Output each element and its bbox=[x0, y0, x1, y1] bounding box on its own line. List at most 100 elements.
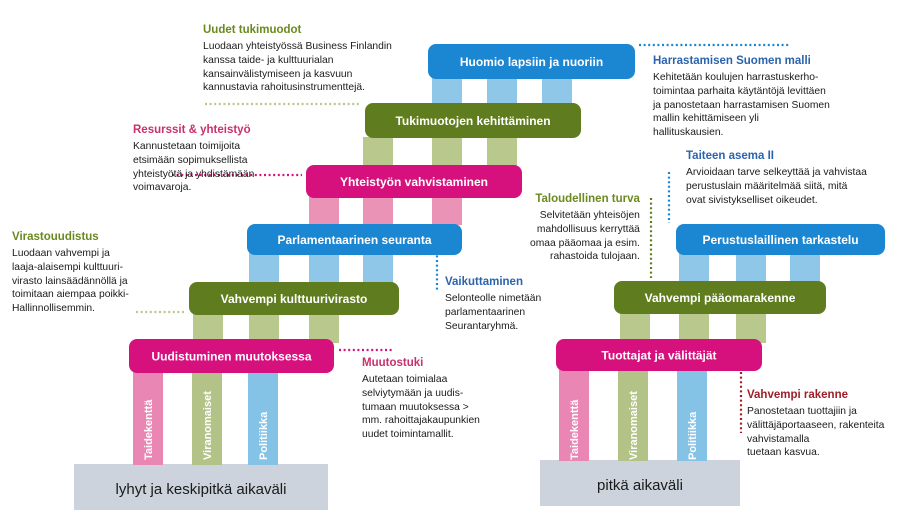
ground-block-right bbox=[540, 460, 740, 506]
annotation-line: Hallinnollisemmin. bbox=[12, 303, 95, 315]
right-strip bbox=[679, 310, 709, 343]
annotation-line: kannustavia rahoitusinstrumenttejä. bbox=[203, 82, 365, 94]
right-pillar-label: Taidekenttä bbox=[569, 399, 581, 460]
annotation-line: Luodaan vahvempi ja bbox=[12, 248, 110, 259]
annotation-line: rahastoida tulojaan. bbox=[550, 251, 640, 263]
annotation-line: Kehitetään koulujen harrastuskerho- bbox=[653, 72, 819, 83]
annotation-line: toimitaan aiempaa poikki- bbox=[12, 289, 129, 301]
left-step-box bbox=[306, 165, 522, 198]
annotation-line: etsimään sopimuksellista bbox=[133, 154, 248, 166]
left-step-label: Uudistuminen muutoksessa bbox=[151, 350, 311, 364]
annotation-line: Selonteolle nimetään bbox=[445, 293, 542, 304]
annotation-line: selviytymään ja uudis- bbox=[362, 387, 464, 399]
right-strip bbox=[736, 310, 766, 343]
annotation-title: Vahvempi rakenne bbox=[747, 389, 848, 401]
annotation-line: välittäjäportaaseen, rakenteita bbox=[747, 419, 885, 431]
annotation-line: vahvistamalla bbox=[747, 433, 810, 445]
left-step-label: Parlamentaarinen seuranta bbox=[277, 233, 431, 247]
annotation-line: Kannustetaan toimijoita bbox=[133, 141, 241, 152]
right-step-label: Vahvempi pääomarakenne bbox=[645, 291, 796, 305]
annotation-title: Muutostuki bbox=[362, 357, 424, 369]
left-step-box bbox=[428, 44, 635, 79]
annotation-title: Taloudellinen turva bbox=[535, 193, 640, 205]
left-step-box bbox=[365, 103, 581, 138]
left-pillar-column bbox=[133, 366, 163, 465]
left-step-box bbox=[129, 339, 334, 373]
left-step-box bbox=[247, 224, 462, 255]
annotation-taiteen: Taiteen asema II Arvioidaan tarve selkeyt… bbox=[686, 150, 867, 207]
annotation-line: ovat sivistykselliset oikeudet. bbox=[686, 194, 818, 206]
annotation-line: parlamentaarinen bbox=[445, 306, 526, 318]
annotation-line: mallin kehittämiseen yli bbox=[653, 113, 759, 125]
annotation-line: Autetaan toimialaa bbox=[362, 374, 448, 385]
annotation-line: mahdollisuus kerryttää bbox=[536, 223, 640, 235]
left-pillar-label: Taidekenttä bbox=[143, 399, 155, 460]
left-step-label: Yhteistyön vahvistaminen bbox=[340, 175, 488, 189]
left-pillar-column bbox=[248, 366, 278, 465]
right-pillar-label: Politiikka bbox=[687, 411, 699, 460]
annotation-line: kanssa taide- ja kulttuurialan bbox=[203, 54, 334, 66]
left-step-label: Vahvempi kulttuurivirasto bbox=[221, 292, 368, 306]
right-step-label: Perustuslaillinen tarkastelu bbox=[702, 233, 858, 247]
right-strip bbox=[679, 252, 709, 284]
right-pillar-label: Viranomaiset bbox=[628, 391, 640, 460]
left-strip bbox=[487, 137, 517, 170]
right-step-label: Tuottajat ja välittäjät bbox=[601, 349, 716, 363]
annotation-line: omaa pääomaa ja esim. bbox=[530, 237, 640, 249]
annotation-line: voimavaroja. bbox=[133, 182, 192, 194]
annotation-line: Arvioidaan tarve selkeyttää ja vahvistaa bbox=[686, 167, 867, 178]
annotation-line: toimintaa parhaita käytäntöjä levittäen bbox=[653, 85, 826, 97]
annotation-title: Vaikuttaminen bbox=[445, 276, 523, 288]
left-pillar-column bbox=[192, 366, 222, 465]
right-step-box bbox=[556, 339, 762, 371]
annotation-title: Resurssit & yhteistyö bbox=[133, 124, 251, 136]
left-strip bbox=[432, 195, 462, 225]
annotation-line: perustuslain määritelmää siitä, mitä bbox=[686, 180, 848, 192]
annotation-line: Luodaan yhteistyössä Business Finlandin bbox=[203, 41, 392, 52]
annotation-title: Harrastamisen Suomen malli bbox=[653, 55, 811, 67]
annotation-title: Virastouudistus bbox=[12, 231, 99, 243]
right-strip bbox=[620, 310, 650, 343]
right-step-box bbox=[676, 224, 885, 255]
annotation-line: tuetaan kasvua. bbox=[747, 447, 820, 459]
left-strip bbox=[363, 195, 393, 225]
annotation-line: hallituskausien. bbox=[653, 127, 724, 139]
right-step-box bbox=[614, 281, 826, 314]
annotation-line: uudet toimintamallit. bbox=[362, 429, 454, 441]
left-step-box bbox=[189, 282, 399, 315]
ground-label-right: pitkä aikaväli bbox=[597, 477, 683, 494]
left-strip bbox=[432, 137, 462, 170]
ground-block-left bbox=[74, 464, 328, 510]
left-step-label: Huomio lapsiin ja nuoriin bbox=[460, 55, 603, 69]
ground-label-left: lyhyt ja keskipitkä aikaväli bbox=[116, 481, 287, 498]
annotation-line: kansainvälistymiseen ja kasvuun bbox=[203, 68, 353, 80]
left-strip bbox=[363, 137, 393, 170]
left-strip bbox=[309, 195, 339, 225]
annotation-line: Panostetaan tuottajiin ja bbox=[747, 406, 857, 417]
right-pillar-column bbox=[677, 366, 707, 461]
left-pillar-label: Viranomaiset bbox=[202, 391, 214, 460]
right-pillar-column bbox=[559, 366, 589, 461]
annotation-line: mm. rahoittajakaupunkien bbox=[362, 415, 480, 427]
annotation-line: yhteistyötä ja yhdistämään bbox=[133, 168, 255, 180]
right-strip bbox=[736, 252, 766, 284]
right-pillar-column bbox=[618, 366, 648, 461]
annotation-line: ja panostetaan harrastamisen Suomen bbox=[653, 99, 830, 111]
annotation-title: Taiteen asema II bbox=[686, 150, 774, 162]
left-step-label: Tukimuotojen kehittäminen bbox=[395, 114, 550, 128]
annotation-title: Uudet tukimuodot bbox=[203, 24, 302, 36]
annotation-line: Selvitetään yhteisöjen bbox=[539, 210, 640, 221]
right-strip bbox=[790, 252, 820, 284]
annotation-line: virasto lainsäädännöllä ja bbox=[12, 275, 128, 287]
annotation-line: laaja-alaisempi kulttuuri- bbox=[12, 261, 124, 273]
left-pillar-label: Politiikka bbox=[258, 411, 270, 460]
